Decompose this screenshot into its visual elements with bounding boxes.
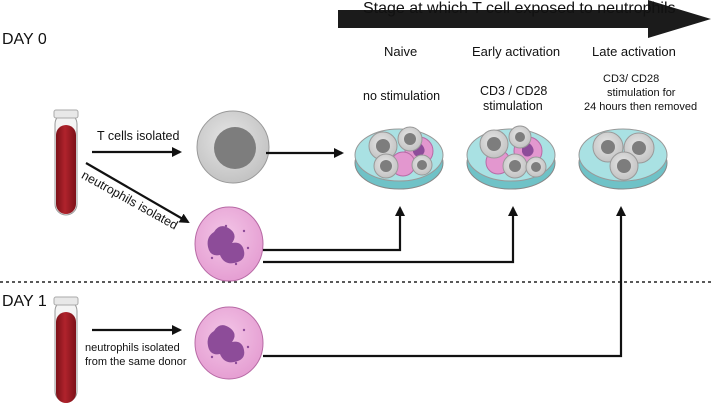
late-condition-line1: CD3/ CD28 — [603, 73, 660, 85]
late-condition-line2: stimulation for — [607, 87, 676, 99]
same-donor-line1: neutrophils isolated — [85, 342, 180, 354]
same-donor-line2: from the same donor — [85, 356, 187, 368]
neutrophil-to-early-arrow — [263, 206, 518, 264]
stage-arrow — [338, 0, 711, 38]
day-0-label: DAY 0 — [2, 31, 47, 48]
neutrophil-icon — [194, 206, 264, 282]
neutrophil-isolation-arrow — [85, 162, 190, 224]
t-cells-isolated-label: T cells isolated — [97, 129, 180, 143]
culture-dish-naive — [354, 126, 444, 190]
late-condition-line3: 24 hours then removed — [584, 101, 698, 113]
neutrophil-to-naive-arrow — [263, 206, 405, 252]
neutrophil-icon — [194, 306, 264, 380]
stage-naive-label: Naive — [384, 44, 418, 59]
culture-dish-early — [466, 125, 556, 190]
day-1-label: DAY 1 — [2, 293, 47, 310]
stage-arrow-label: Stage at which T cell exposed to neutrop… — [363, 0, 676, 17]
blood-tube-icon — [53, 109, 79, 216]
neutrophil-to-late-arrow — [263, 206, 626, 358]
early-condition-line2: stimulation — [483, 99, 543, 113]
blood-tube-icon — [53, 296, 79, 403]
stage-early-label: Early activation — [472, 44, 561, 59]
stage-late-label: Late activation — [592, 44, 676, 59]
early-condition-line1: CD3 / CD28 — [480, 84, 548, 98]
culture-dish-late — [578, 128, 668, 190]
naive-condition: no stimulation — [363, 89, 441, 103]
t-cell-icon — [196, 110, 270, 184]
